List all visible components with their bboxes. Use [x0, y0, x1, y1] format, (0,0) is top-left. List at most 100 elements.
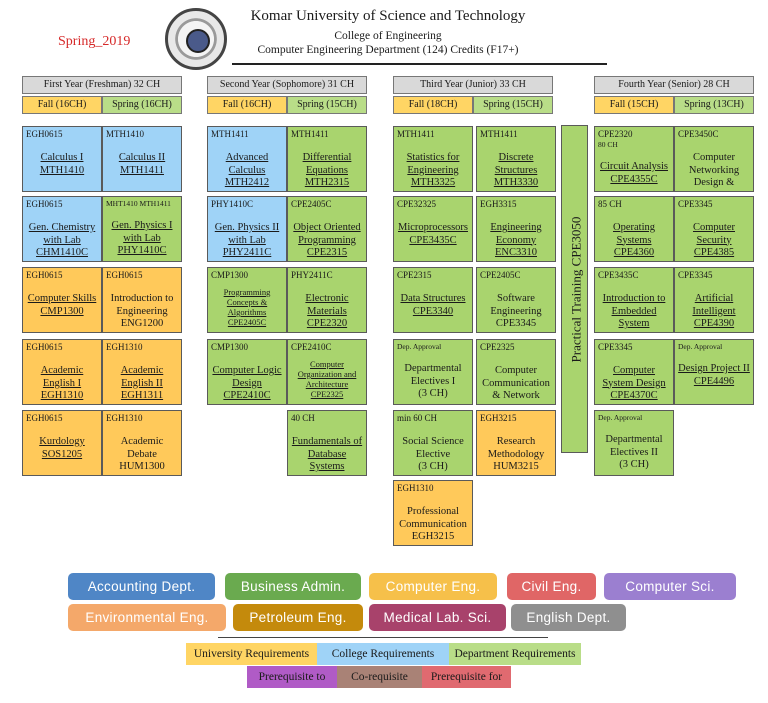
course-title[interactable]: Computer System Design: [602, 365, 666, 389]
course-title[interactable]: Calculus II: [118, 152, 166, 163]
course-title[interactable]: Academic English I: [40, 365, 84, 389]
course-title[interactable]: Introduction to Engineering: [110, 293, 174, 317]
course-title[interactable]: Departmental Electives II: [605, 434, 663, 458]
practical-training-bar: Practical Training CPE3050: [561, 125, 588, 453]
course-title[interactable]: Departmental Electives I: [404, 363, 462, 387]
college-name: College of Engineering: [334, 30, 442, 42]
dept-english[interactable]: English Dept.: [511, 604, 626, 631]
course-title[interactable]: Computer Security: [693, 222, 735, 246]
course-title[interactable]: Object Oriented Programming: [293, 222, 361, 246]
course-title[interactable]: Software Engineering: [490, 293, 542, 317]
course-title[interactable]: Research Methodology: [487, 436, 545, 460]
dept-civil-eng[interactable]: Civil Eng.: [507, 573, 596, 600]
course-code: PHY2411C: [222, 247, 272, 258]
course-title[interactable]: Gen. Physics II with Lab: [214, 222, 280, 246]
dept-medical-lab-sci[interactable]: Medical Lab. Sci.: [369, 604, 506, 631]
legend-college-requirements: College Requirements: [317, 643, 449, 665]
course-title[interactable]: Differential Equations: [302, 152, 352, 176]
dept-business-admin[interactable]: Business Admin.: [225, 573, 361, 600]
term-spring-3: Spring (15CH): [473, 96, 553, 114]
dept-environmental-eng[interactable]: Environmental Eng.: [68, 604, 226, 631]
course-title[interactable]: Statistics for Engineering: [406, 152, 460, 176]
course-title[interactable]: Engineering Economy: [490, 222, 542, 246]
dept-accounting[interactable]: Accounting Dept.: [68, 573, 215, 600]
course-title[interactable]: Calculus I: [40, 152, 84, 163]
dept-petroleum-eng[interactable]: Petroleum Eng.: [233, 604, 363, 631]
course-prerequisite: CPE2325: [480, 342, 515, 352]
course-title[interactable]: Computer Logic Design: [212, 365, 282, 389]
term-spring-4: Spring (13CH): [674, 96, 754, 114]
course-title[interactable]: Microprocessors: [398, 222, 468, 233]
course-card[interactable]: 40 CH Fundamentals of Database SystemsCPE…: [287, 410, 367, 476]
course-title[interactable]: Discrete Structures: [494, 152, 538, 176]
course-title[interactable]: Gen. Chemistry with Lab: [28, 222, 96, 246]
course-code: CPE3330: [291, 474, 363, 476]
course-title[interactable]: Computer Organization and Architecture: [297, 359, 357, 389]
course-title[interactable]: Programming Concepts & Algorithms: [223, 287, 271, 317]
course-prerequisite: MTH1411: [480, 129, 518, 139]
course-title[interactable]: Gen. Physics I with Lab: [111, 220, 173, 244]
dept-computer-eng[interactable]: Computer Eng.: [369, 573, 497, 600]
course-title[interactable]: Operating Systems: [613, 222, 655, 246]
course-prerequisite: EGH0615: [26, 342, 63, 352]
course-title[interactable]: Introduction to Embedded System: [602, 293, 666, 329]
course-title[interactable]: Academic Debate: [120, 436, 164, 460]
course-title[interactable]: Fundamentals of Database Systems: [291, 436, 363, 472]
term-fall-1: Fall (16CH): [22, 96, 102, 114]
course-title[interactable]: Professional Communication: [399, 506, 467, 530]
course-prerequisite: 40 CH: [291, 413, 315, 423]
course-title[interactable]: Computer Networking Design & Analysis: [688, 152, 740, 191]
course-title[interactable]: Data Structures: [400, 293, 466, 304]
course-title[interactable]: Computer Skills: [27, 293, 97, 304]
dept-computer-sci[interactable]: Computer Sci.: [604, 573, 736, 600]
course-code: HUM3215: [493, 461, 539, 472]
course-title[interactable]: Academic English II: [120, 365, 164, 389]
course-title[interactable]: Artificial Intelligent: [692, 293, 736, 317]
course-title[interactable]: Design Project II: [678, 363, 750, 374]
course-title[interactable]: Kurdology: [39, 436, 85, 447]
course-title[interactable]: Computer Communication & Network: [482, 365, 550, 401]
course-title[interactable]: Electronic Materials: [305, 293, 349, 317]
course-title[interactable]: Advanced Calculus: [225, 152, 269, 176]
course-title[interactable]: Social Science Elective: [402, 436, 464, 460]
course-title[interactable]: Circuit Analysis: [600, 161, 668, 172]
